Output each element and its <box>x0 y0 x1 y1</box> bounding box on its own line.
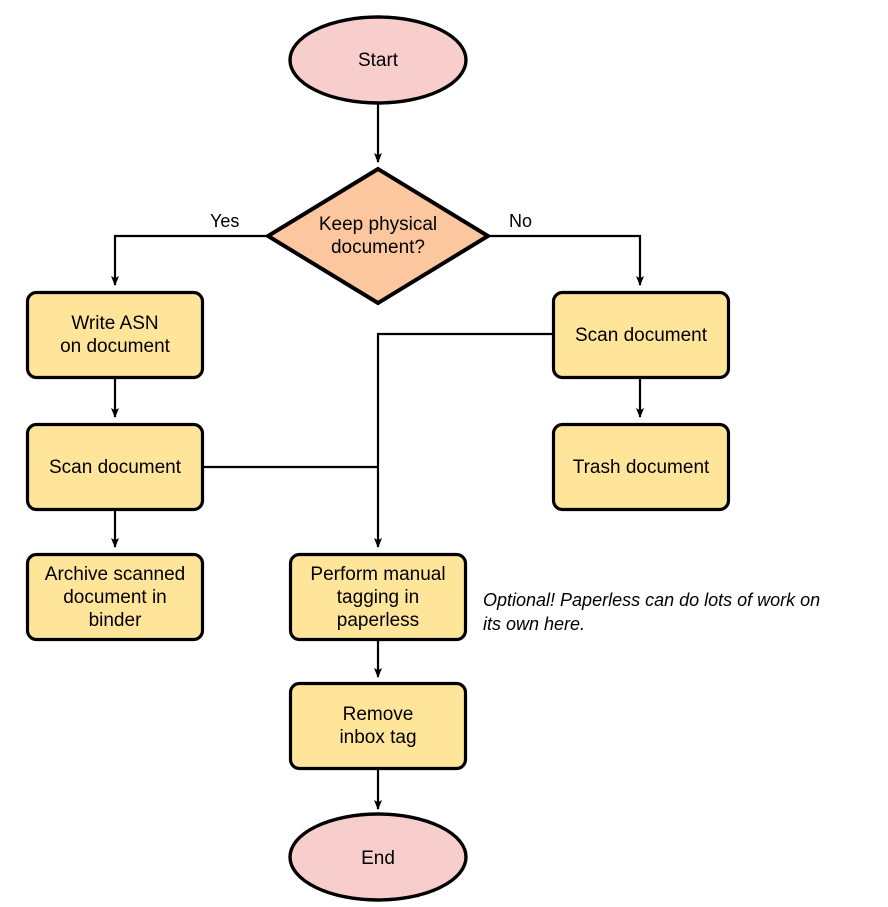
edge-label-no: No <box>509 211 533 231</box>
process-remove-inbox-tag-shape[interactable] <box>288 681 468 771</box>
decision-keep-physical-document-shape[interactable] <box>264 166 492 306</box>
start-terminator-shape[interactable] <box>288 15 468 105</box>
annotation-optional-paperless: Optional! Paperless can do lots of work … <box>483 590 821 634</box>
process-trash-document-shape[interactable] <box>551 422 731 512</box>
edge-decision-to-write-asn <box>111 234 267 286</box>
process-perform-manual-tagging-shape[interactable] <box>288 552 468 642</box>
process-write-asn-on-document-shape[interactable] <box>25 290 205 380</box>
edge-scan-right-to-manual-tagging <box>374 332 552 548</box>
edge-label-yes: Yes <box>210 211 240 231</box>
end-terminator-shape[interactable] <box>288 812 468 902</box>
edge-decision-to-scan-right <box>489 234 644 286</box>
process-scan-document-right-shape[interactable] <box>551 290 731 380</box>
process-scan-document-left-shape[interactable] <box>25 422 205 512</box>
process-archive-scanned-document-shape[interactable] <box>25 552 205 642</box>
